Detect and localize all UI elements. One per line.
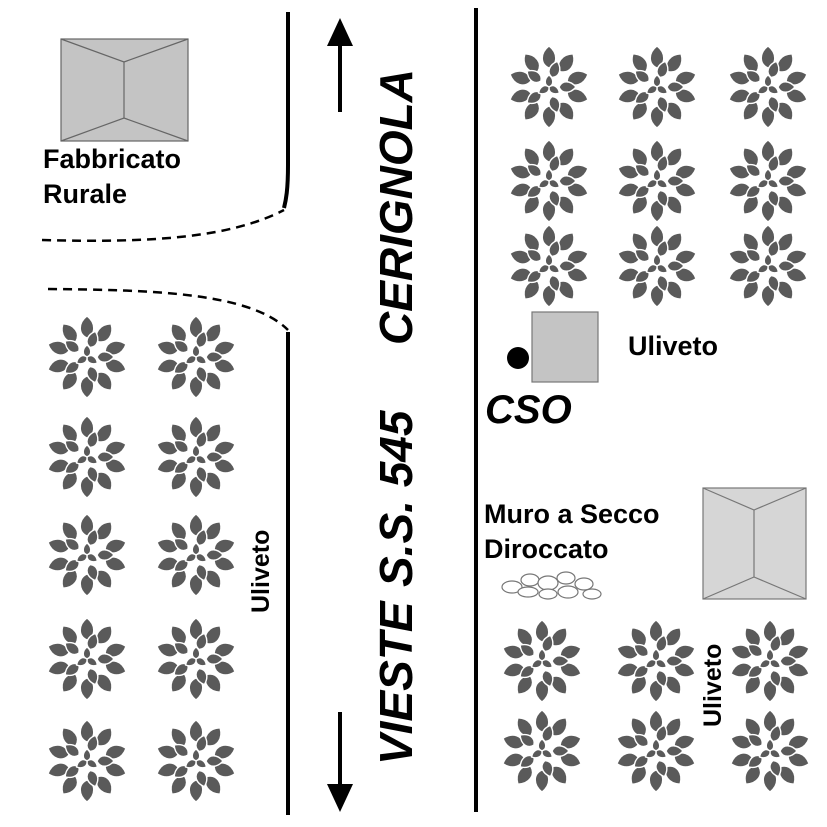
olive-tree-icon <box>500 619 584 703</box>
olive-tree-icon <box>726 45 810 129</box>
olive-grove-right-bottom-label: Uliveto <box>699 644 727 727</box>
dry-stone-wall: Muro a Secco Diroccato <box>484 499 660 600</box>
olive-tree-icon <box>45 719 129 803</box>
olive-tree-icon <box>507 224 591 308</box>
olive-tree-icon <box>154 415 238 499</box>
road-lines <box>41 8 478 815</box>
olive-tree-icon <box>615 224 699 308</box>
olive-tree-icon <box>154 513 238 597</box>
olive-tree-icon <box>45 315 129 399</box>
olive-grove-right-top-label: Uliveto <box>628 331 718 361</box>
road-label-north: CERIGNOLA <box>370 69 422 345</box>
olive-tree-icon <box>728 619 812 703</box>
station-marker-icon <box>507 347 529 369</box>
olive-tree-icon <box>615 139 699 223</box>
olive-tree-icon <box>615 45 699 129</box>
cso-station: CSO <box>485 311 599 432</box>
olive-tree-icon <box>726 139 810 223</box>
olive-tree-icon <box>154 719 238 803</box>
olive-grove-left: Uliveto <box>45 315 275 803</box>
olive-tree-icon <box>614 709 698 793</box>
olive-grove-right-top: Uliveto <box>507 45 810 361</box>
olive-tree-icon <box>154 617 238 701</box>
olive-tree-icon <box>726 224 810 308</box>
olive-tree-icon <box>507 45 591 129</box>
olive-tree-icon <box>154 315 238 399</box>
side-track-north <box>41 208 285 242</box>
building-icon <box>531 311 599 383</box>
dry-wall-label-2: Diroccato <box>484 534 609 564</box>
building-icon <box>702 487 807 600</box>
dry-stone-wall-icon <box>501 571 602 600</box>
cso-label: CSO <box>485 388 572 432</box>
olive-grove-right-bottom: Uliveto <box>500 619 812 793</box>
farm-building-label-2: Rurale <box>43 179 127 209</box>
rural-building-right <box>702 487 807 600</box>
farm-building-label-1: Fabbricato <box>43 144 181 174</box>
farm-building: Fabbricato Rurale <box>43 38 189 209</box>
road-label-name: S.S. 545 <box>370 409 422 587</box>
road-label-south: VIESTE <box>370 600 422 765</box>
road-west-edge-north <box>282 12 290 209</box>
arrow-down-icon <box>327 712 353 812</box>
olive-tree-icon <box>507 139 591 223</box>
olive-tree-icon <box>45 415 129 499</box>
olive-tree-icon <box>728 709 812 793</box>
olive-tree-icon <box>45 513 129 597</box>
olive-tree-icon <box>614 619 698 703</box>
arrow-up-icon <box>327 18 353 112</box>
dry-wall-label-1: Muro a Secco <box>484 499 660 529</box>
building-icon <box>60 38 189 142</box>
olive-grove-left-label: Uliveto <box>247 530 275 613</box>
side-track-south <box>47 287 289 331</box>
olive-tree-icon <box>500 709 584 793</box>
olive-tree-icon <box>45 617 129 701</box>
